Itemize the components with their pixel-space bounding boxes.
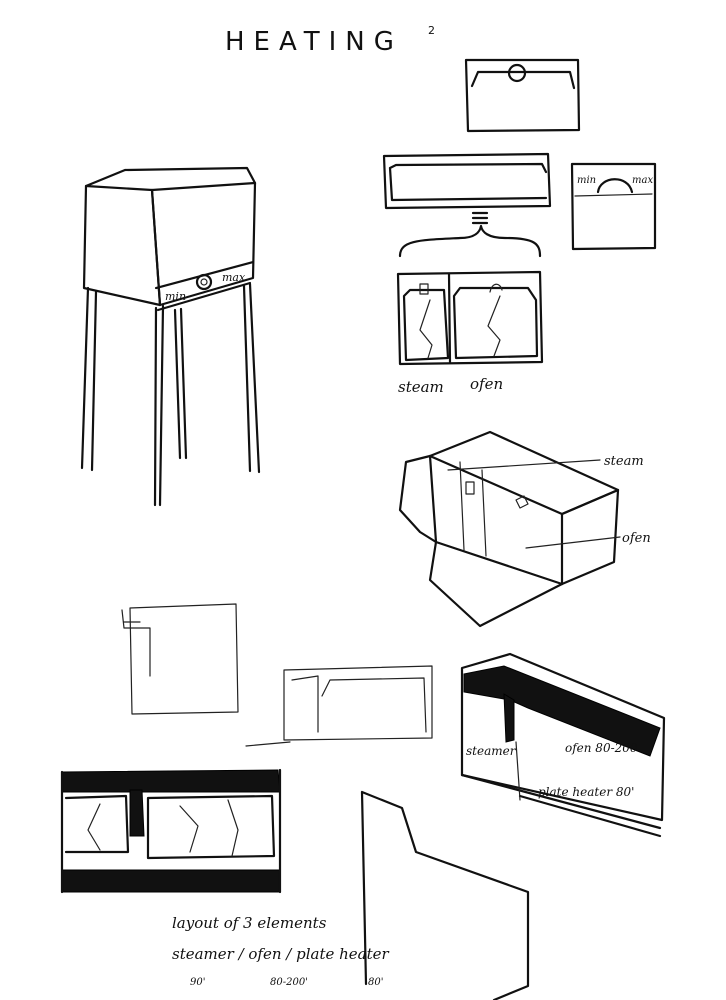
section-outline: [460, 652, 666, 822]
bar-with-brace-sketch: [382, 152, 552, 258]
brace: [398, 224, 542, 258]
steam-ofen-front-sketch: steam ofen: [396, 270, 544, 396]
leg-left: [80, 286, 98, 472]
leg-right: [242, 282, 261, 474]
title-group: HEATING 2: [225, 24, 444, 57]
standing-heater-sketch: min max: [80, 166, 261, 507]
panel-outline: [464, 58, 581, 133]
handle-icon: [489, 283, 503, 293]
tall-panel: [360, 790, 530, 1000]
divider: [447, 272, 452, 364]
plan-top-band: [61, 769, 281, 793]
right-compartment: [452, 286, 539, 360]
note-line-2: steamer / ofen / plate heater: [172, 945, 390, 963]
section-divider: [515, 741, 521, 801]
note-temp-2: 80-200': [270, 977, 308, 988]
note-temp-1: 90': [190, 977, 205, 988]
heater-top-face: [84, 166, 257, 192]
heater-side-face: [150, 181, 257, 307]
small-knob-icon: [419, 283, 429, 295]
rect-inner: [291, 675, 427, 733]
title-superscript: 2: [428, 24, 444, 37]
plan-stem: [129, 789, 145, 837]
panel-knob-icon: [507, 63, 527, 83]
knob-icon: [195, 273, 213, 291]
plan-bottom-band: [61, 869, 281, 893]
plan-outline: [60, 768, 282, 894]
section-ofen-label: ofen 80-200: [565, 741, 638, 755]
minmax-outline: [570, 162, 657, 251]
minmax-max-label: max: [632, 175, 653, 186]
knob-min-label: min: [165, 290, 186, 303]
unit-knob-icon: [465, 481, 475, 495]
plan-left-cell: [64, 794, 130, 854]
inner-edge: [459, 461, 487, 557]
left-door: [398, 454, 438, 544]
faint-square-sketch: [121, 603, 239, 715]
leg-middle: [173, 307, 188, 460]
layout-plan-sketch: [60, 768, 282, 894]
section-black-top: [463, 665, 661, 757]
note-line-1: layout of 3 elements: [172, 914, 327, 932]
minmax-box-sketch: min max: [570, 162, 657, 251]
notes-group: layout of 3 elements steamer / ofen / pl…: [172, 914, 390, 988]
steam-label: steam: [398, 378, 444, 396]
bar-outline: [382, 152, 552, 210]
steam-wave: [419, 299, 433, 359]
perspective-unit-sketch: steam ofen: [398, 430, 651, 628]
note-temp-3: 80': [368, 977, 383, 988]
plan-wave-3: [227, 799, 239, 857]
unit-side: [560, 488, 620, 586]
steam-leader: [447, 459, 601, 471]
persp-ofen-label: ofen: [622, 531, 651, 546]
unit-front: [428, 454, 564, 586]
rect-outline: [283, 665, 433, 741]
ofen-label: ofen: [470, 375, 503, 393]
equals-icon: [471, 211, 489, 225]
panel-inner-frame: [470, 70, 576, 90]
persp-steam-label: steam: [604, 454, 644, 469]
section-black-stem: [503, 693, 515, 743]
tall-panel-sketch: [360, 790, 530, 1000]
ofen-leader: [525, 536, 621, 549]
unit-outline: [396, 270, 544, 366]
leg-front: [153, 304, 165, 507]
minmax-strip: [574, 193, 653, 197]
plan-wave-1: [87, 803, 101, 851]
minmax-handle: [596, 178, 634, 194]
title-text: HEATING: [225, 27, 403, 57]
heater-front-face: [82, 184, 162, 307]
left-compartment: [402, 288, 450, 362]
square-outline: [129, 603, 239, 715]
bar-inner: [388, 162, 548, 202]
hex-knob-icon: [515, 495, 529, 509]
section-steamer-label: steamer: [466, 744, 517, 758]
section-sketch: steamer ofen 80-200 plate heater 80': [460, 652, 666, 838]
faint-rectangle-sketch: [245, 665, 433, 747]
knob-max-label: max: [222, 271, 246, 284]
plan-wave-2: [179, 805, 199, 853]
ofen-wave: [487, 295, 501, 357]
panel-sketch-small: [464, 58, 581, 133]
minmax-min-label: min: [577, 175, 596, 186]
square-inner: [121, 609, 151, 677]
section-floor: [460, 773, 662, 838]
section-plate-label: plate heater 80': [538, 785, 634, 799]
bottom-door: [428, 540, 564, 628]
rect-tail: [245, 741, 291, 747]
plan-right-cell: [146, 794, 276, 860]
